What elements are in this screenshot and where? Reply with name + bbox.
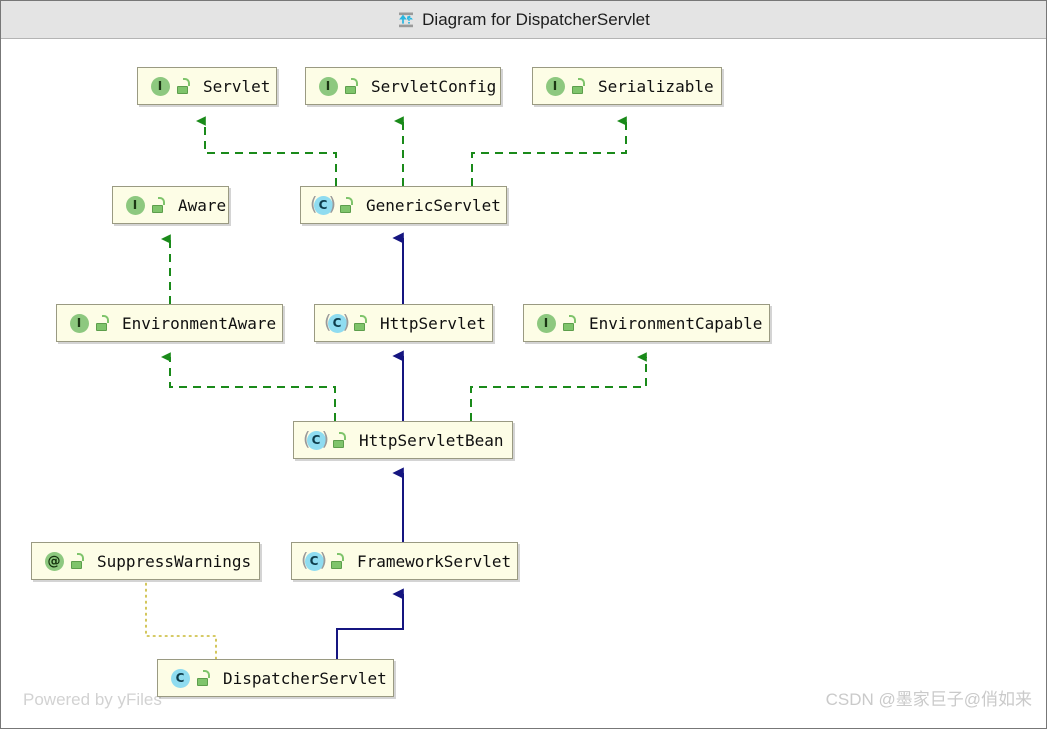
diagram-node-serializable[interactable]: I Serializable <box>532 67 722 105</box>
diagram-node-environmentcapable[interactable]: I EnvironmentCapable <box>523 304 770 342</box>
node-badges: C <box>167 667 211 689</box>
edge-httpservletbean-implements-environmentcapable <box>470 352 647 421</box>
diagram-node-httpservletbean[interactable]: C HttpServletBean <box>293 421 513 459</box>
node-badges: I <box>315 75 359 97</box>
class-abstract-icon: C <box>324 312 350 334</box>
class-abstract-icon: C <box>310 194 336 216</box>
edge-genericservlet-implements-servlet <box>195 116 337 186</box>
interface-icon: I <box>542 75 568 97</box>
node-badges: I <box>533 312 577 334</box>
interface-icon: I <box>122 194 148 216</box>
node-badges: C <box>324 312 368 334</box>
node-badges: I <box>122 194 166 216</box>
node-label: ServletConfig <box>371 76 497 96</box>
node-label: HttpServlet <box>380 313 486 333</box>
node-label: EnvironmentAware <box>122 313 277 333</box>
diagram-node-environmentaware[interactable]: I EnvironmentAware <box>56 304 283 342</box>
edge-dispatcherservlet-extends-frameworkservlet <box>336 588 404 659</box>
diagram-node-dispatcherservlet[interactable]: C DispatcherServlet <box>157 659 394 697</box>
public-unlocked-padlock-icon <box>344 78 359 94</box>
node-label: SuppressWarnings <box>97 551 252 571</box>
node-label: Aware <box>178 195 227 215</box>
interface-icon: I <box>147 75 173 97</box>
node-badges: C <box>303 429 347 451</box>
public-unlocked-padlock-icon <box>562 315 577 331</box>
public-unlocked-padlock-icon <box>330 553 345 569</box>
window-title: Diagram for DispatcherServlet <box>422 9 650 29</box>
node-label: FrameworkServlet <box>357 551 512 571</box>
class-icon: C <box>167 667 193 689</box>
yfiles-watermark: Powered by yFiles <box>23 690 162 709</box>
node-badges: C <box>301 550 345 572</box>
public-unlocked-padlock-icon <box>151 197 166 213</box>
diagram-node-servlet[interactable]: I Servlet <box>137 67 277 105</box>
public-unlocked-padlock-icon <box>95 315 110 331</box>
class-abstract-icon: C <box>301 550 327 572</box>
diagram-node-servletconfig[interactable]: I ServletConfig <box>305 67 501 105</box>
diagram-node-genericservlet[interactable]: C GenericServlet <box>300 186 507 224</box>
node-badges: C <box>310 194 354 216</box>
node-label: Servlet <box>203 76 271 96</box>
public-unlocked-padlock-icon <box>339 197 354 213</box>
node-label: EnvironmentCapable <box>589 313 763 333</box>
interface-icon: I <box>315 75 341 97</box>
node-label: Serializable <box>598 76 714 96</box>
edge-dispatcherservlet-annotation-suppresswarnings <box>145 579 217 660</box>
node-badges: I <box>147 75 191 97</box>
window-titlebar: Diagram for DispatcherServlet <box>1 1 1046 39</box>
edge-httpservletbean-implements-environmentaware <box>160 352 336 421</box>
public-unlocked-padlock-icon <box>176 78 191 94</box>
class-abstract-icon: C <box>303 429 329 451</box>
diagram-node-frameworkservlet[interactable]: C FrameworkServlet <box>291 542 518 580</box>
public-unlocked-padlock-icon <box>196 670 211 686</box>
node-badges: I <box>542 75 586 97</box>
node-label: HttpServletBean <box>359 430 504 450</box>
public-unlocked-padlock-icon <box>332 432 347 448</box>
diagram-node-aware[interactable]: I Aware <box>112 186 229 224</box>
csdn-watermark: CSDN @墨家巨子@俏如来 <box>825 690 1032 709</box>
public-unlocked-padlock-icon <box>70 553 85 569</box>
interface-icon: I <box>533 312 559 334</box>
diagram-edges <box>145 116 647 660</box>
diagram-node-httpservlet[interactable]: C HttpServlet <box>314 304 493 342</box>
annotation-icon: @ <box>41 550 67 572</box>
public-unlocked-padlock-icon <box>571 78 586 94</box>
node-badges: I <box>66 312 110 334</box>
public-unlocked-padlock-icon <box>353 315 368 331</box>
node-badges: @ <box>41 550 85 572</box>
edge-genericservlet-implements-serializable <box>471 116 627 186</box>
node-label: DispatcherServlet <box>223 668 387 688</box>
interface-icon: I <box>66 312 92 334</box>
node-label: GenericServlet <box>366 195 501 215</box>
hierarchy-diagram-icon <box>397 11 415 29</box>
diagram-node-suppresswarnings[interactable]: @ SuppressWarnings <box>31 542 260 580</box>
